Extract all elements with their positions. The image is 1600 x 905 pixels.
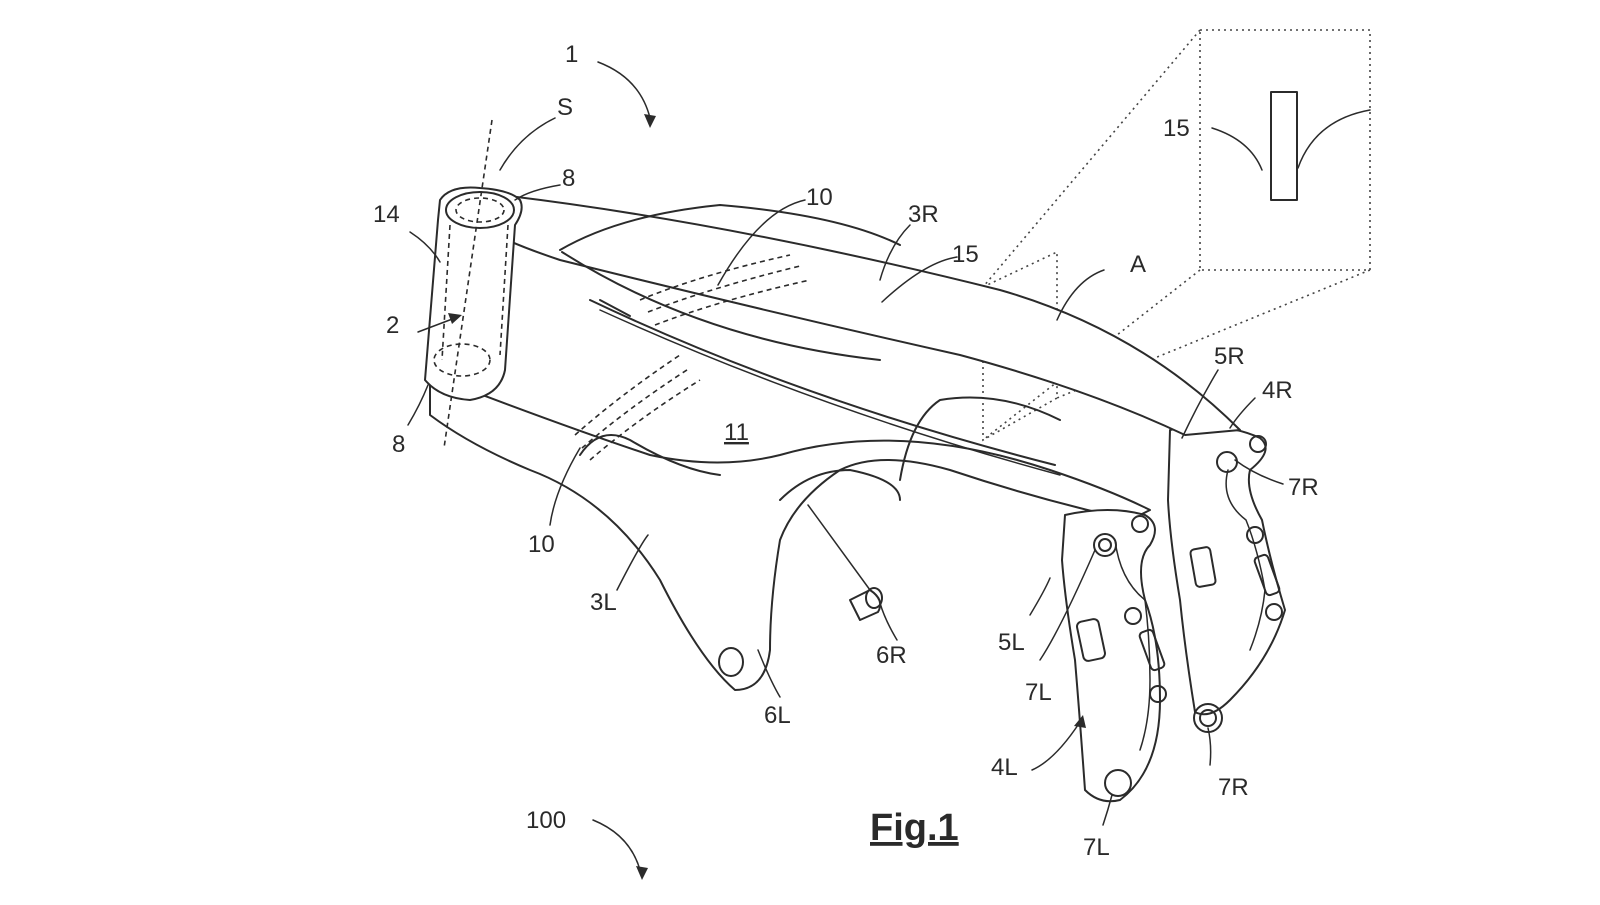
label-hole-left-lower: 7L: [1083, 834, 1110, 861]
section-plane: [982, 250, 1058, 442]
label-swingarm: 1: [565, 41, 578, 68]
label-hole-right-upper: 7R: [1288, 474, 1319, 501]
label-pivot-bottom: 8: [392, 431, 405, 458]
label-mount-right: 6R: [876, 642, 907, 669]
headstock-tube: [424, 119, 523, 449]
label-dropout-left: 4L: [991, 754, 1018, 781]
right-dropout: [1167, 425, 1286, 733]
detail-inset: [982, 29, 1371, 441]
label-channel-top: 10: [806, 184, 833, 211]
swingarm-body: [429, 189, 1241, 691]
label-left-arm: 3L: [590, 589, 617, 616]
label-vehicle: 100: [526, 807, 566, 834]
label-panel-detail: 15: [1163, 115, 1190, 142]
label-detail-ref: A: [1130, 251, 1146, 278]
label-panel: 15: [952, 241, 979, 268]
label-pivot-top: 8: [562, 165, 575, 192]
label-mount-left: 6L: [764, 702, 791, 729]
figure-title: Fig.1: [870, 807, 959, 849]
mount-pins: [718, 504, 883, 677]
label-fork-left-upper: 5L: [998, 629, 1025, 656]
label-fork-right-upper: 5R: [1214, 343, 1245, 370]
label-headstock: 14: [373, 201, 400, 228]
panel-detail-rect: [1270, 91, 1298, 201]
label-face: 11: [724, 419, 749, 446]
leader-lines: [407, 61, 1284, 880]
label-tube: 2: [386, 312, 399, 339]
label-channel-bottom: 10: [528, 531, 555, 558]
left-dropout: [1061, 509, 1167, 803]
label-steering-axis: S: [557, 94, 573, 121]
label-dropout-right: 4R: [1262, 377, 1293, 404]
label-hole-left-upper: 7L: [1025, 679, 1052, 706]
label-hole-right-lower: 7R: [1218, 774, 1249, 801]
label-right-arm: 3R: [908, 201, 939, 228]
reference-labels: 1 S 8 14 2 8 10 3R 15 A 15 11 10 3L 6R 6…: [373, 41, 1319, 861]
